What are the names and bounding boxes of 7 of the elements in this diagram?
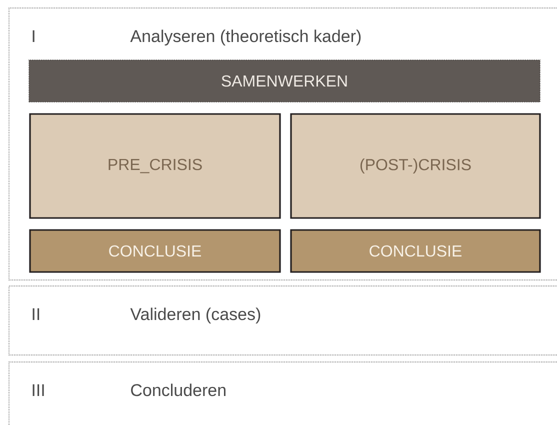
section-panel: II Valideren (cases) xyxy=(8,286,557,356)
conclusion-box: CONCLUSIE xyxy=(290,229,541,273)
phase-box: PRE_CRISIS xyxy=(29,113,281,219)
band-bar: SAMENWERKEN xyxy=(28,60,540,102)
section-panel: III Concluderen xyxy=(8,362,557,425)
phase-box: (POST-)CRISIS xyxy=(290,113,541,219)
conclusion-box: CONCLUSIE xyxy=(29,229,281,273)
